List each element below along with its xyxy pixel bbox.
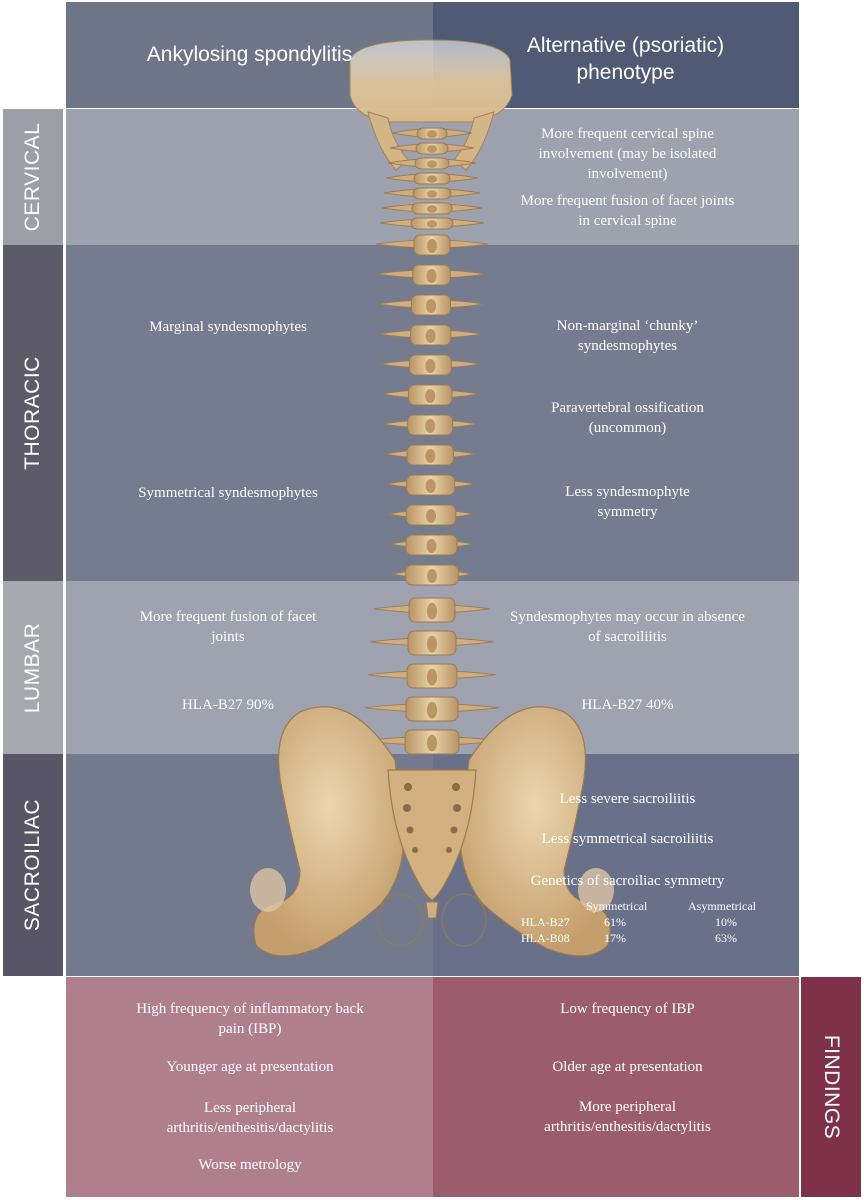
findings-right-1: Low frequency of IBP xyxy=(505,999,750,1019)
genetics-row-label: HLA-B08 xyxy=(521,930,570,946)
header-right-title: Alternative (psoriatic) phenotype xyxy=(498,32,753,86)
spinous-process xyxy=(427,190,437,198)
spinous-process xyxy=(426,299,436,313)
cervical-right-2: More frequent fusion of facet joints in … xyxy=(520,191,735,231)
spinous-process xyxy=(427,239,437,253)
lumbar-right-2: HLA-B27 40% xyxy=(520,695,735,715)
spinous-process xyxy=(426,329,436,343)
spinous-process xyxy=(427,205,437,213)
vertebral-column xyxy=(362,128,502,754)
genetics-cell: 63% xyxy=(715,930,737,946)
spinous-process xyxy=(427,160,437,168)
sacroiliac-right-2: Less symmetrical sacroiliitis xyxy=(510,829,745,849)
genetics-cell: 10% xyxy=(715,914,737,930)
header-left-title: Ankylosing spondylitis xyxy=(76,41,423,68)
spinous-process xyxy=(427,145,437,153)
lumbar-left-2: HLA-B27 90% xyxy=(128,695,328,715)
spinous-process xyxy=(427,220,437,228)
findings-left-4: Worse metrology xyxy=(110,1155,390,1175)
spinous-process xyxy=(425,419,435,433)
genetics-cell: 61% xyxy=(604,914,626,930)
spinous-process xyxy=(426,509,436,523)
thoracic-right-2: Paravertebral ossification (uncommon) xyxy=(520,398,735,438)
spinous-process xyxy=(427,603,437,620)
spinous-process xyxy=(427,702,437,719)
findings-left-3: Less peripheral arthritis/enthesitis/dac… xyxy=(140,1098,360,1138)
findings-right-3: More peripheral arthritis/enthesitis/dac… xyxy=(515,1097,740,1137)
spinous-process xyxy=(426,539,436,553)
genetics-row-label: HLA-B27 xyxy=(521,914,570,930)
thoracic-right-1: Non-marginal ‘chunky’ syndesmophytes xyxy=(520,316,735,356)
thoracic-left-2: Symmetrical syndesmophytes xyxy=(98,483,358,503)
sacroiliac-right-1: Less severe sacroiliitis xyxy=(520,789,735,809)
spinous-process xyxy=(427,735,437,752)
lumbar-right-1: Syndesmophytes may occur in absence of s… xyxy=(510,607,745,647)
spinous-process xyxy=(426,479,436,493)
cervical-right-1: More frequent cervical spine involvement… xyxy=(515,124,740,184)
spinous-process xyxy=(427,130,437,138)
thoracic-right-3: Less syndesmophyte symmetry xyxy=(535,482,720,522)
findings-right-2: Older age at presentation xyxy=(505,1057,750,1077)
spinous-process xyxy=(425,449,435,463)
findings-left-1: High frequency of inflammatory back pain… xyxy=(130,999,370,1039)
genetics-col-symmetrical: Symmetrical xyxy=(586,898,647,914)
spinous-process xyxy=(426,269,436,283)
genetics-col-asymmetrical: Asymmetrical xyxy=(688,898,756,914)
lumbar-left-1: More frequent fusion of facet joints xyxy=(128,607,328,647)
sacroiliac-right-3: Genetics of sacroiliac symmetry xyxy=(505,871,750,891)
findings-left-2: Younger age at presentation xyxy=(110,1057,390,1077)
spinous-process xyxy=(427,569,437,583)
spinous-process xyxy=(427,669,437,686)
spinous-process xyxy=(427,636,437,653)
spinous-process xyxy=(427,175,437,183)
genetics-cell: 17% xyxy=(604,930,626,946)
spinous-process xyxy=(425,389,435,403)
spinous-process xyxy=(425,359,435,373)
thoracic-left-1: Marginal syndesmophytes xyxy=(98,317,358,337)
